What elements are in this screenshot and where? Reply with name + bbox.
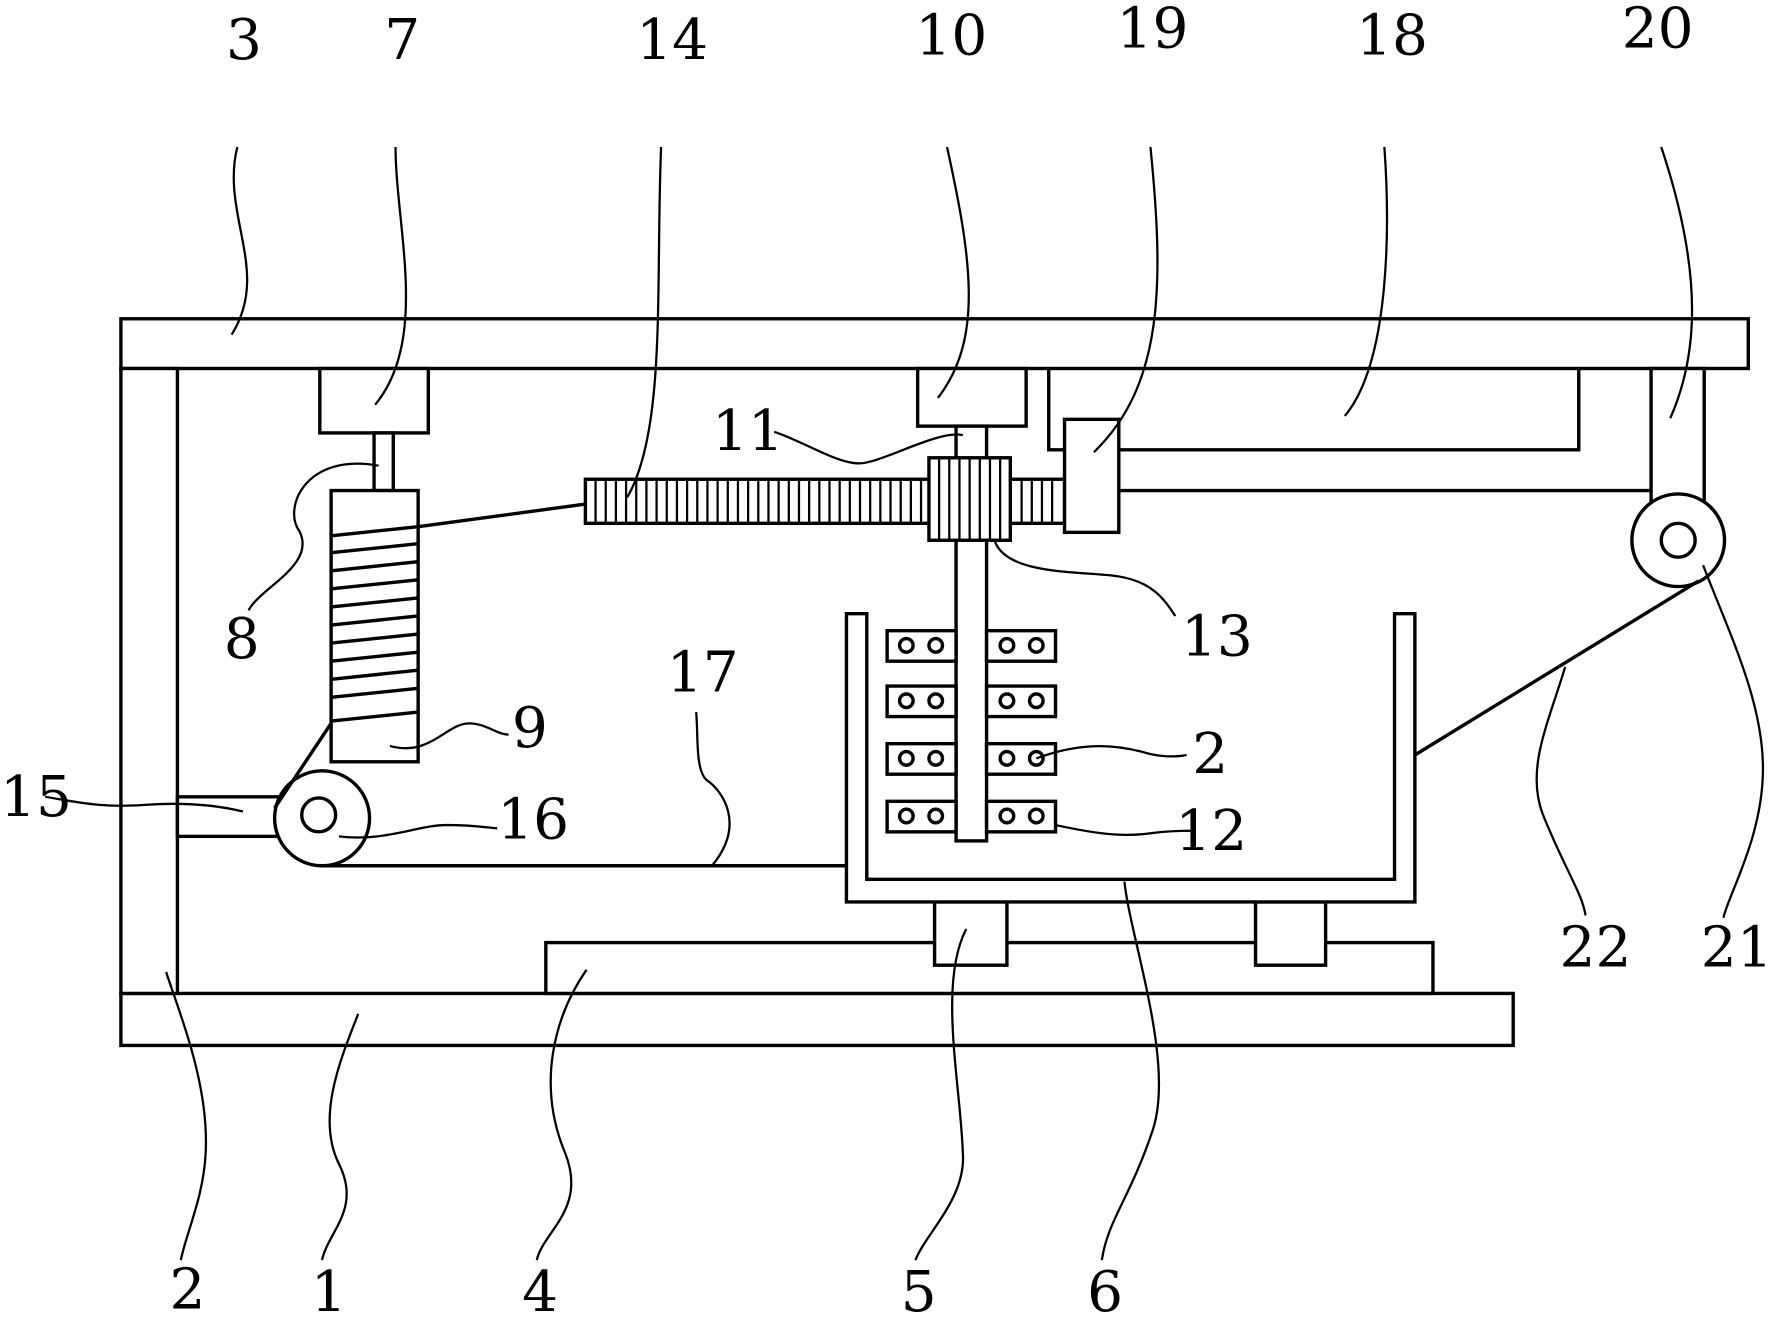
spiral-threads [330,525,419,723]
label-16: 16 [497,788,569,853]
label-15: 15 [0,765,72,830]
cylinder-18 [1047,368,1581,452]
label-6: 6 [1087,1260,1123,1319]
label-8: 8 [224,607,260,672]
label-21: 21 [1701,915,1772,980]
piston-rod-8 [372,431,395,493]
label-5: 5 [901,1260,937,1319]
leader-lines [45,146,1765,1261]
label-13: 13 [1181,605,1253,670]
motor-10 [915,366,1028,428]
label-9: 9 [512,696,548,761]
left-support [119,366,180,996]
slider-left [932,900,1009,967]
label-12: 12 [1175,799,1247,864]
label-2-right: 2 [1192,722,1228,787]
top-plate [119,317,1750,371]
label-22: 22 [1560,915,1632,980]
cylinder-7 [318,366,431,435]
label-2-bottom: 2 [170,1258,206,1319]
label-14: 14 [636,8,708,73]
label-3: 3 [226,8,262,73]
pulley-21-hub [1659,521,1697,559]
rope-9-to-16 [273,722,333,810]
rack-teeth [594,479,1054,524]
tank [844,612,1417,904]
label-18: 18 [1356,3,1428,68]
label-17: 17 [667,641,739,706]
gear-teeth [937,457,1002,541]
label-7: 7 [384,8,420,73]
label-10: 10 [915,3,987,68]
label-19: 19 [1117,0,1189,62]
slider-block-19 [1062,417,1121,535]
base-plate [119,991,1515,1048]
rope-22 [1414,579,1700,757]
label-11: 11 [712,399,784,464]
pulley-16-hub [300,796,338,834]
slider-right [1253,900,1328,967]
rope-9-to-14 [417,502,586,529]
label-20: 20 [1622,0,1694,62]
label-1: 1 [311,1260,347,1319]
label-4: 4 [522,1260,558,1319]
stirring-blades [885,628,1058,834]
